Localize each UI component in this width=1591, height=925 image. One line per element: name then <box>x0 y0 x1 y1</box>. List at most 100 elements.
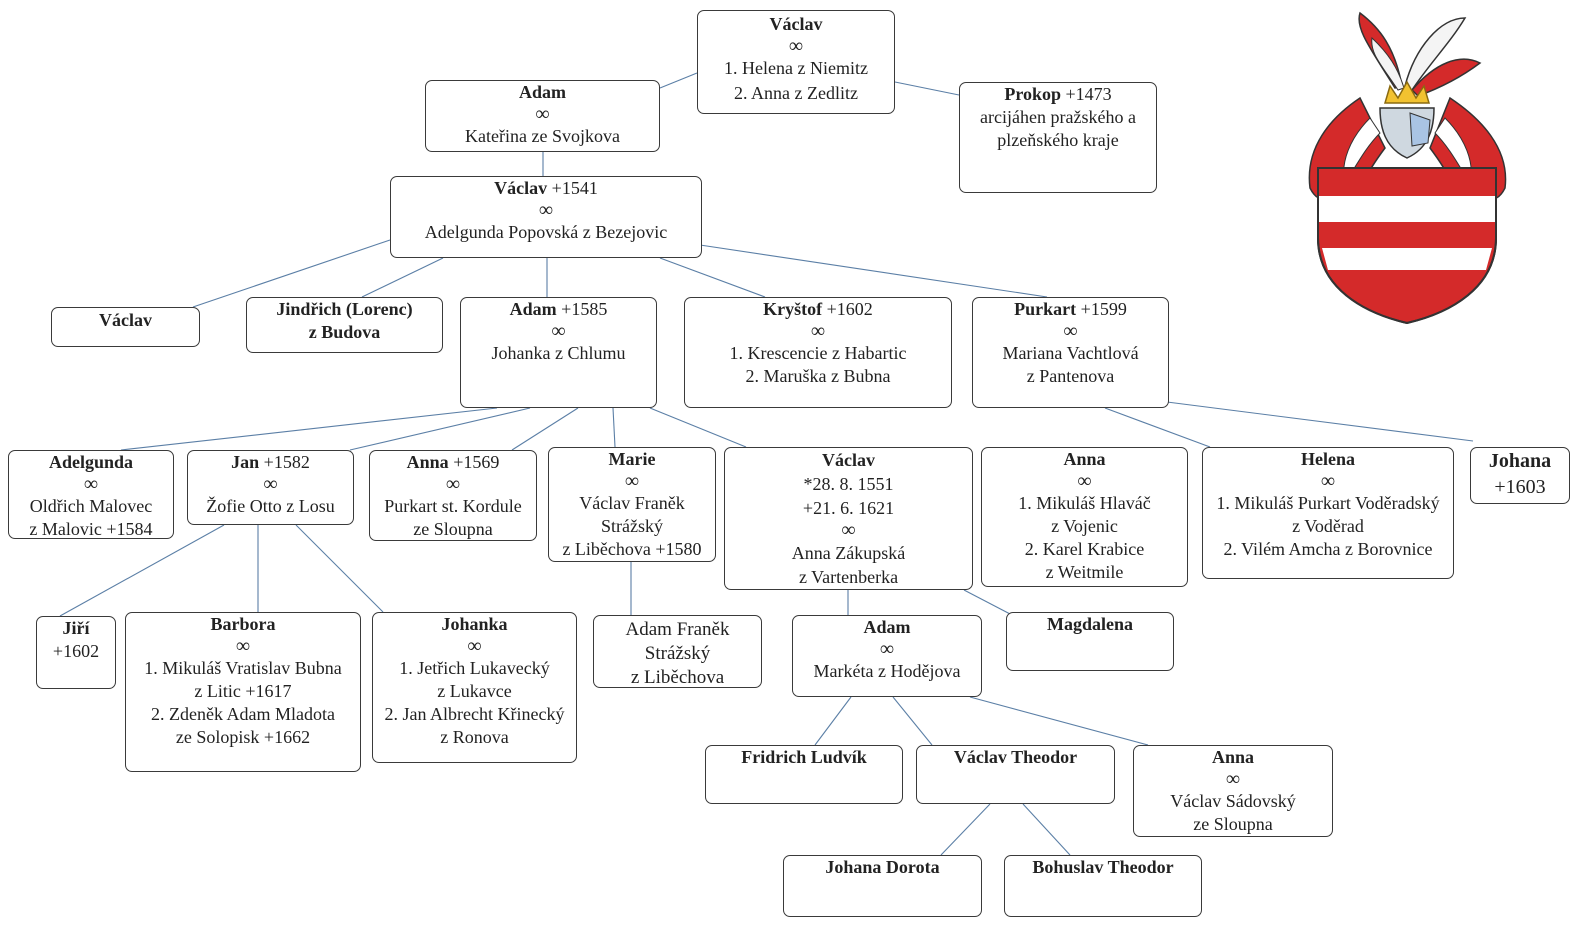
name: Václav <box>99 310 152 330</box>
spouse-line: ze Sloupna <box>1193 814 1273 834</box>
name: Václav <box>769 14 823 34</box>
spouse-line: 2. Karel Krabice <box>1024 539 1145 559</box>
marriage-symbol: ∞ <box>263 473 278 495</box>
spouse-line: z Malovic +1584 <box>29 519 153 539</box>
name: Johana Dorota <box>825 857 940 877</box>
spouse-line: z Liběchova +1580 <box>562 539 702 559</box>
person-vaclav-theodor: Václav Theodor <box>916 745 1115 804</box>
marriage-symbol: ∞ <box>788 35 804 57</box>
spouse-line: Václav Sádovský <box>1170 791 1296 811</box>
person-anna-3: Anna ∞ Václav Sádovský ze Sloupna <box>1133 745 1333 837</box>
marriage-symbol: ∞ <box>83 473 99 495</box>
name: Helena <box>1301 449 1355 469</box>
spouse-line: 2. Maruška z Bubna <box>745 366 891 386</box>
spouse-line: Adelgunda Popovská z Bezejovic <box>424 222 668 242</box>
name: Bohuslav Theodor <box>1032 857 1174 877</box>
person-vaclav-root: Václav ∞ 1. Helena z Niemitz 2. Anna z Z… <box>697 10 895 114</box>
spouse-line: 1. Mikuláš Hlaváč <box>1018 493 1151 513</box>
person-johana: Johana +1603 <box>1470 447 1570 504</box>
person-fridrich: Fridrich Ludvík <box>705 745 903 804</box>
spouse-line: ze Solopisk +1662 <box>175 727 311 747</box>
person-bohuslav-theodor: Bohuslav Theodor <box>1004 855 1202 917</box>
name: Jiří <box>62 618 90 638</box>
dates: +1599 <box>1076 299 1127 319</box>
name: Václav <box>822 450 875 470</box>
dates: +1585 <box>556 299 608 319</box>
coat-of-arms-emblem <box>1308 11 1507 325</box>
marriage-symbol: ∞ <box>1063 320 1078 342</box>
name: Magdalena <box>1046 614 1133 634</box>
dates: +1541 <box>547 178 598 198</box>
spouse-line: Kateřina ze Svojkova <box>465 126 620 146</box>
name: Adam <box>509 299 557 319</box>
spouse-line: Mariana Vachtlová <box>1002 343 1139 363</box>
person-jan: Jan +1582 ∞ Žofie Otto z Losu <box>187 450 354 525</box>
name: Anna <box>1211 747 1255 767</box>
death-date: +1602 <box>52 641 100 661</box>
marriage-symbol: ∞ <box>1225 768 1241 790</box>
spouse-line: 2. Anna z Zedlitz <box>734 83 858 103</box>
name: Fridrich Ludvík <box>741 747 867 767</box>
person-krystof: Kryštof +1602 ∞ 1. Krescencie z Habartic… <box>684 297 952 408</box>
death-date: +1603 <box>1494 476 1546 498</box>
marriage-symbol: ∞ <box>879 638 895 660</box>
name: Prokop <box>1004 84 1062 104</box>
spouse-line: z Ronova <box>440 727 509 747</box>
marriage-symbol: ∞ <box>445 473 461 495</box>
name: Anna <box>406 452 449 472</box>
name: Kryštof <box>763 299 823 319</box>
spouse-line: z Weitmile <box>1045 562 1124 582</box>
person-prokop: Prokop +1473 arcijáhen pražského a plzeň… <box>959 82 1157 193</box>
name-line: Strážský <box>644 643 711 664</box>
person-vaclav-1541: Václav +1541 ∞ Adelgunda Popovská z Beze… <box>390 176 702 258</box>
person-jindrich: Jindřich (Lorenc) z Budova <box>246 297 443 353</box>
spouse-line: 1. Krescencie z Habartic <box>729 343 907 363</box>
marriage-symbol: ∞ <box>538 199 554 221</box>
spouse-line: 2. Jan Albrecht Křinecký <box>384 704 565 724</box>
spouse-line: Purkart st. Kordule <box>384 496 522 516</box>
spouse-line: ze Sloupna <box>413 519 493 539</box>
person-adelgunda: Adelgunda ∞ Oldřich Malovec z Malovic +1… <box>8 450 174 539</box>
name: Adelgunda <box>48 452 134 472</box>
marriage-symbol: ∞ <box>235 635 251 657</box>
person-adam-1585: Adam +1585 ∞ Johanka z Chlumu <box>460 297 657 408</box>
spouse-line: Václav Franěk <box>579 493 685 513</box>
name: Johana <box>1488 450 1552 472</box>
spouse-line: Žofie Otto z Losu <box>206 496 335 516</box>
person-johanka: Johanka ∞ 1. Jetřich Lukavecký z Lukavce… <box>372 612 577 763</box>
name: Jindřich (Lorenc) <box>276 299 413 319</box>
dates: +1569 <box>448 452 500 472</box>
spouse-line: 1. Jetřich Lukavecký <box>399 658 550 678</box>
name-line: z Liběchova <box>630 667 725 688</box>
person-johana-dorota: Johana Dorota <box>783 855 982 917</box>
dates: +1582 <box>259 452 310 472</box>
birth-date: *28. 8. 1551 <box>803 474 894 494</box>
marriage-symbol: ∞ <box>810 320 826 342</box>
spouse-line: Anna Zákupská <box>791 543 906 563</box>
person-anna-2: Anna ∞ 1. Mikuláš Hlaváč z Vojenic 2. Ka… <box>981 447 1188 587</box>
name: Marie <box>608 449 656 469</box>
person-adam-1: Adam ∞ Kateřina ze Svojkova <box>425 80 660 152</box>
marriage-symbol: ∞ <box>467 635 482 657</box>
person-marie: Marie ∞ Václav Franěk Strážský z Liběcho… <box>548 447 716 562</box>
name-line: Adam Franěk <box>625 619 730 640</box>
person-magdalena: Magdalena <box>1006 612 1174 671</box>
name-line2: z Budova <box>308 322 381 342</box>
spouse-line: z Voděrad <box>1292 516 1364 536</box>
spouse-line: Strážský <box>601 516 663 536</box>
spouse-line: z Lukavce <box>437 681 512 701</box>
person-adam-3: Adam ∞ Markéta z Hodějova <box>792 615 982 697</box>
person-purkart: Purkart +1599 ∞ Mariana Vachtlová z Pant… <box>972 297 1169 408</box>
person-barbora: Barbora ∞ 1. Mikuláš Vratislav Bubna z L… <box>125 612 361 772</box>
spouse-line: 2. Vilém Amcha z Borovnice <box>1223 539 1433 559</box>
dates: +1473 <box>1061 84 1112 104</box>
name: Václav Theodor <box>953 747 1078 767</box>
marriage-symbol: ∞ <box>551 320 566 342</box>
spouse-line: 2. Zdeněk Adam Mladota <box>151 704 335 724</box>
spouse-line: Markéta z Hodějova <box>813 661 961 681</box>
note-line: arcijáhen pražského a <box>980 107 1136 127</box>
spouse-line: z Vojenic <box>1051 516 1118 536</box>
name: Adam <box>863 617 911 637</box>
name: Anna <box>1063 449 1106 469</box>
